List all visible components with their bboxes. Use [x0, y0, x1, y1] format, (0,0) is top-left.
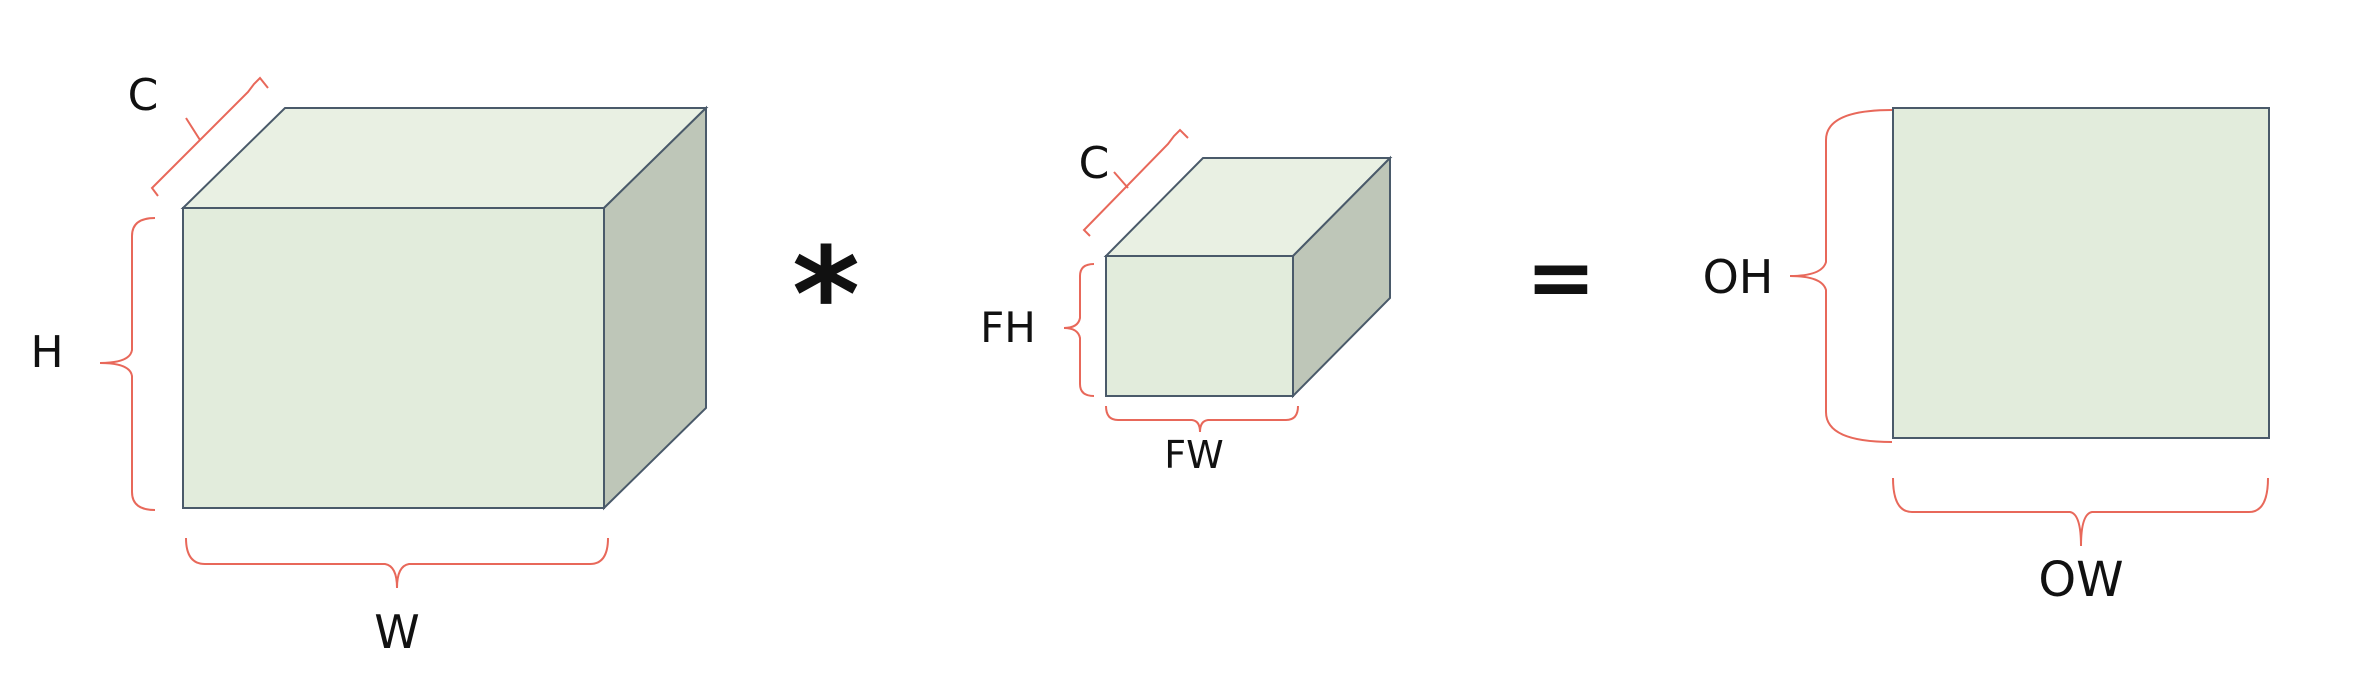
input-block: [180, 105, 709, 511]
output-height-brace: [1789, 109, 1893, 443]
output-width-brace: [1892, 477, 2269, 547]
input-depth-brace: [150, 76, 269, 197]
input-height-label: H: [30, 327, 63, 378]
convolution-operator: *: [792, 219, 860, 371]
input-width-label: W: [374, 605, 419, 659]
filter-height-label: FH: [980, 303, 1036, 352]
input-depth-label: C: [128, 70, 159, 121]
input-height-brace: [99, 217, 156, 511]
input-width-brace: [185, 537, 609, 589]
equals-operator: =: [1526, 228, 1596, 326]
filter-block-front-face: [1105, 255, 1294, 397]
output-map: [1892, 107, 2270, 439]
output-height-label: OH: [1703, 250, 1774, 304]
filter-width-brace: [1105, 405, 1299, 433]
filter-block: [1103, 155, 1393, 399]
filter-height-brace: [1063, 263, 1095, 397]
filter-depth-brace: [1082, 128, 1189, 237]
output-width-label: OW: [2038, 552, 2123, 608]
filter-depth-label: C: [1079, 138, 1110, 189]
input-block-front-face: [182, 207, 605, 509]
filter-width-label: FW: [1164, 433, 1223, 477]
